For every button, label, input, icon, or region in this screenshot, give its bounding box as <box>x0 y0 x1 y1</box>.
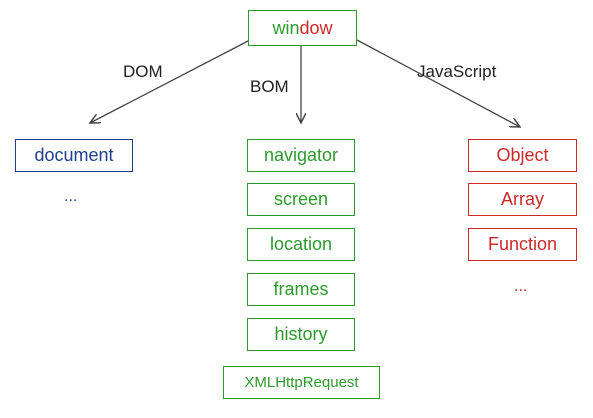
edge-javascript-arrow <box>356 39 520 127</box>
edge-label-dom: DOM <box>123 62 163 81</box>
edge-dom-arrow <box>90 39 251 123</box>
js-node-array: Array <box>468 183 577 216</box>
bom-node-location: location <box>247 228 355 261</box>
bom-node-screen: screen <box>247 183 355 216</box>
window-label-part1: win <box>272 17 300 38</box>
bom-node-frames: frames <box>247 273 355 306</box>
bom-node-xmlhttprequest: XMLHttpRequest <box>223 366 380 399</box>
js-node-function: Function <box>468 228 577 261</box>
js-node-object: Object <box>468 139 577 172</box>
edge-label-javascript: JavaScript <box>417 62 497 81</box>
dom-more-ellipsis: ... <box>64 188 78 205</box>
window-label-part2: dow <box>299 17 333 38</box>
edge-label-bom: BOM <box>250 77 289 96</box>
dom-node-document: document <box>15 139 133 172</box>
bom-node-navigator: navigator <box>247 139 355 172</box>
js-more-ellipsis: ... <box>514 278 528 295</box>
bom-node-history: history <box>247 318 355 351</box>
